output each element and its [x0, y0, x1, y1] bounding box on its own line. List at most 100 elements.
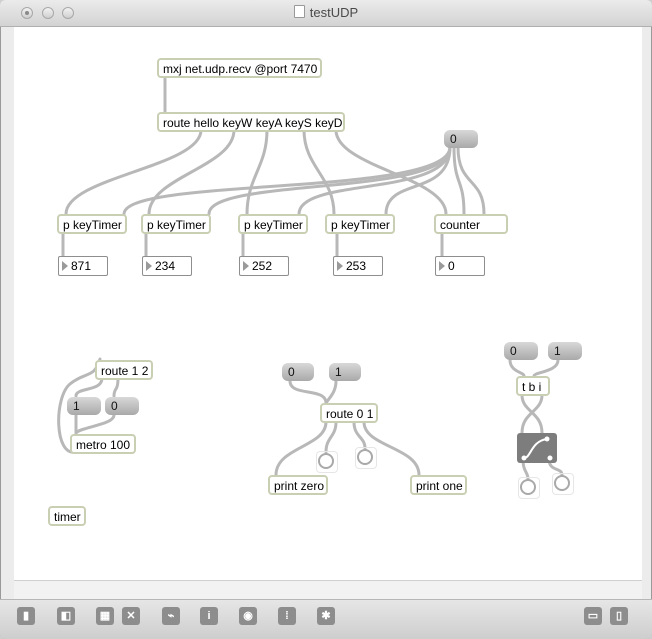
keytimer-object-4[interactable]: p keyTimer — [325, 214, 395, 234]
udp-receive-object[interactable]: mxj net.udp.recv @port 7470 — [157, 58, 322, 78]
keytimer-object-3[interactable]: p keyTimer — [238, 214, 308, 234]
debug-icon[interactable]: ✱ — [317, 607, 335, 625]
trigger-object[interactable]: t b i — [516, 376, 550, 396]
udp-receive-label: mxj net.udp.recv @port 7470 — [163, 62, 318, 76]
title-bar[interactable]: testUDP — [0, 0, 652, 27]
cord-route-to-counter — [334, 128, 448, 216]
presentation-icon[interactable]: ◧ — [57, 607, 75, 625]
lock-icon[interactable]: ▮ — [17, 607, 35, 625]
cord-route-to-keytimer2 — [147, 128, 236, 216]
print-zero-object[interactable]: print zero — [268, 475, 328, 495]
number-box-3[interactable]: 252 — [239, 256, 289, 276]
one-message-right-label: 1 — [554, 344, 561, 358]
route-01-object[interactable]: route 0 1 — [320, 403, 378, 423]
route-keys-object[interactable]: route hello keyW keyA keyS keyD — [157, 112, 345, 132]
route-keys-label: route hello keyW keyA keyS keyD — [163, 116, 343, 130]
chart-icon[interactable]: ⌁ — [162, 607, 180, 625]
window-title: testUDP — [309, 5, 359, 20]
route-01-label: route 0 1 — [326, 407, 374, 421]
number-arrow-icon — [243, 261, 249, 271]
keytimer-label-1: p keyTimer — [63, 218, 122, 232]
grid-icon[interactable]: ⁞ — [278, 607, 296, 625]
number-arrow-icon — [62, 261, 68, 271]
clear-icon[interactable]: ✕ — [122, 607, 140, 625]
number-box-1[interactable]: 871 — [58, 256, 108, 276]
info-icon-label: i — [207, 610, 211, 622]
window-title-area: testUDP — [0, 5, 652, 20]
one-message-left-label: 1 — [73, 399, 80, 413]
cord-zero-to-metro — [74, 413, 116, 435]
one-message-left[interactable]: 1 — [67, 397, 101, 415]
print-zero-label: print zero — [274, 479, 325, 493]
cord-route01-to-printzero — [274, 420, 328, 477]
cord-zero-to-keytimer3 — [297, 145, 452, 216]
cord-route01-to-bang2 — [352, 420, 367, 450]
gate-switch[interactable] — [517, 433, 557, 463]
number-value-3: 252 — [252, 259, 273, 273]
panel-bottom-icon[interactable]: ▭ — [584, 607, 602, 625]
patch-canvas[interactable]: mxj net.udp.recv @port 7470 route hello … — [14, 27, 642, 580]
number-arrow-icon — [439, 261, 445, 271]
patch-cords — [57, 74, 564, 481]
number-box-4[interactable]: 253 — [333, 256, 383, 276]
route-12-object[interactable]: route 1 2 — [95, 360, 153, 380]
cord-route-to-keytimer4 — [302, 128, 336, 216]
number-value-5: 0 — [448, 259, 455, 273]
timer-object[interactable]: timer — [48, 506, 86, 526]
keytimer-label-3: p keyTimer — [244, 218, 303, 232]
horizontal-scrollbar[interactable] — [14, 580, 642, 599]
bang-button-3[interactable] — [518, 477, 540, 499]
zoom-button[interactable] — [62, 7, 74, 19]
zero-message-left[interactable]: 0 — [105, 397, 139, 415]
metro-object[interactable]: metro 100 — [70, 434, 136, 454]
info-icon[interactable]: i — [200, 607, 218, 625]
cord-oneright-to-tbi — [532, 358, 560, 378]
close-button[interactable] — [21, 7, 33, 19]
zero-message-mid[interactable]: 0 — [282, 363, 314, 381]
metro-label: metro 100 — [76, 438, 131, 452]
keytimer-object-1[interactable]: p keyTimer — [57, 214, 127, 234]
connect-icon[interactable]: ◉ — [239, 607, 257, 625]
zero-message-top-label: 0 — [450, 132, 457, 146]
timer-label: timer — [54, 510, 81, 524]
zero-message-left-label: 0 — [111, 399, 118, 413]
cord-zero-to-counter-b — [456, 145, 486, 216]
number-box-2[interactable]: 234 — [142, 256, 192, 276]
minimize-button[interactable] — [42, 7, 54, 19]
number-arrow-icon — [146, 261, 152, 271]
number-value-2: 234 — [155, 259, 176, 273]
new-object-icon[interactable]: ▦ — [96, 607, 114, 625]
document-icon — [293, 5, 305, 18]
counter-label: counter — [440, 218, 481, 232]
cord-route12-to-zero — [112, 376, 120, 398]
one-message-right[interactable]: 1 — [548, 342, 582, 360]
bang-button-4[interactable] — [552, 473, 574, 495]
panel-right-icon[interactable]: ▯ — [610, 607, 628, 625]
cord-zeroright-to-tbi — [508, 358, 526, 378]
cord-route01-to-printone — [362, 420, 421, 477]
cord-onemid-to-route01 — [324, 379, 338, 405]
number-box-5[interactable]: 0 — [435, 256, 485, 276]
keytimer-label-2: p keyTimer — [147, 218, 206, 232]
cord-route12-to-one — [74, 376, 104, 398]
zero-message-right[interactable]: 0 — [504, 342, 538, 360]
print-one-object[interactable]: print one — [410, 475, 467, 495]
patcher-toolbar: ▮ ◧ ▦ ✕ ⌁ i ◉ ⁞ ✱ ▭ ▯ — [0, 599, 652, 639]
keytimer-object-2[interactable]: p keyTimer — [141, 214, 211, 234]
counter-object[interactable]: counter — [434, 214, 508, 234]
zero-message-mid-label: 0 — [288, 365, 295, 379]
one-message-mid[interactable]: 1 — [329, 363, 361, 381]
bang-button-1[interactable] — [316, 451, 338, 473]
keytimer-label-4: p keyTimer — [331, 218, 390, 232]
cord-route-to-keytimer3 — [245, 128, 269, 216]
number-value-4: 253 — [346, 259, 367, 273]
switch-path-icon — [521, 436, 553, 461]
zero-message-top[interactable]: 0 — [444, 130, 478, 148]
cord-zero-to-keytimer2 — [207, 145, 452, 216]
bang-button-2[interactable] — [355, 447, 377, 469]
cord-metro-to-route12 — [57, 357, 102, 454]
cord-route-to-keytimer1 — [64, 128, 203, 216]
trigger-label: t b i — [522, 380, 542, 394]
one-message-mid-label: 1 — [335, 365, 342, 379]
